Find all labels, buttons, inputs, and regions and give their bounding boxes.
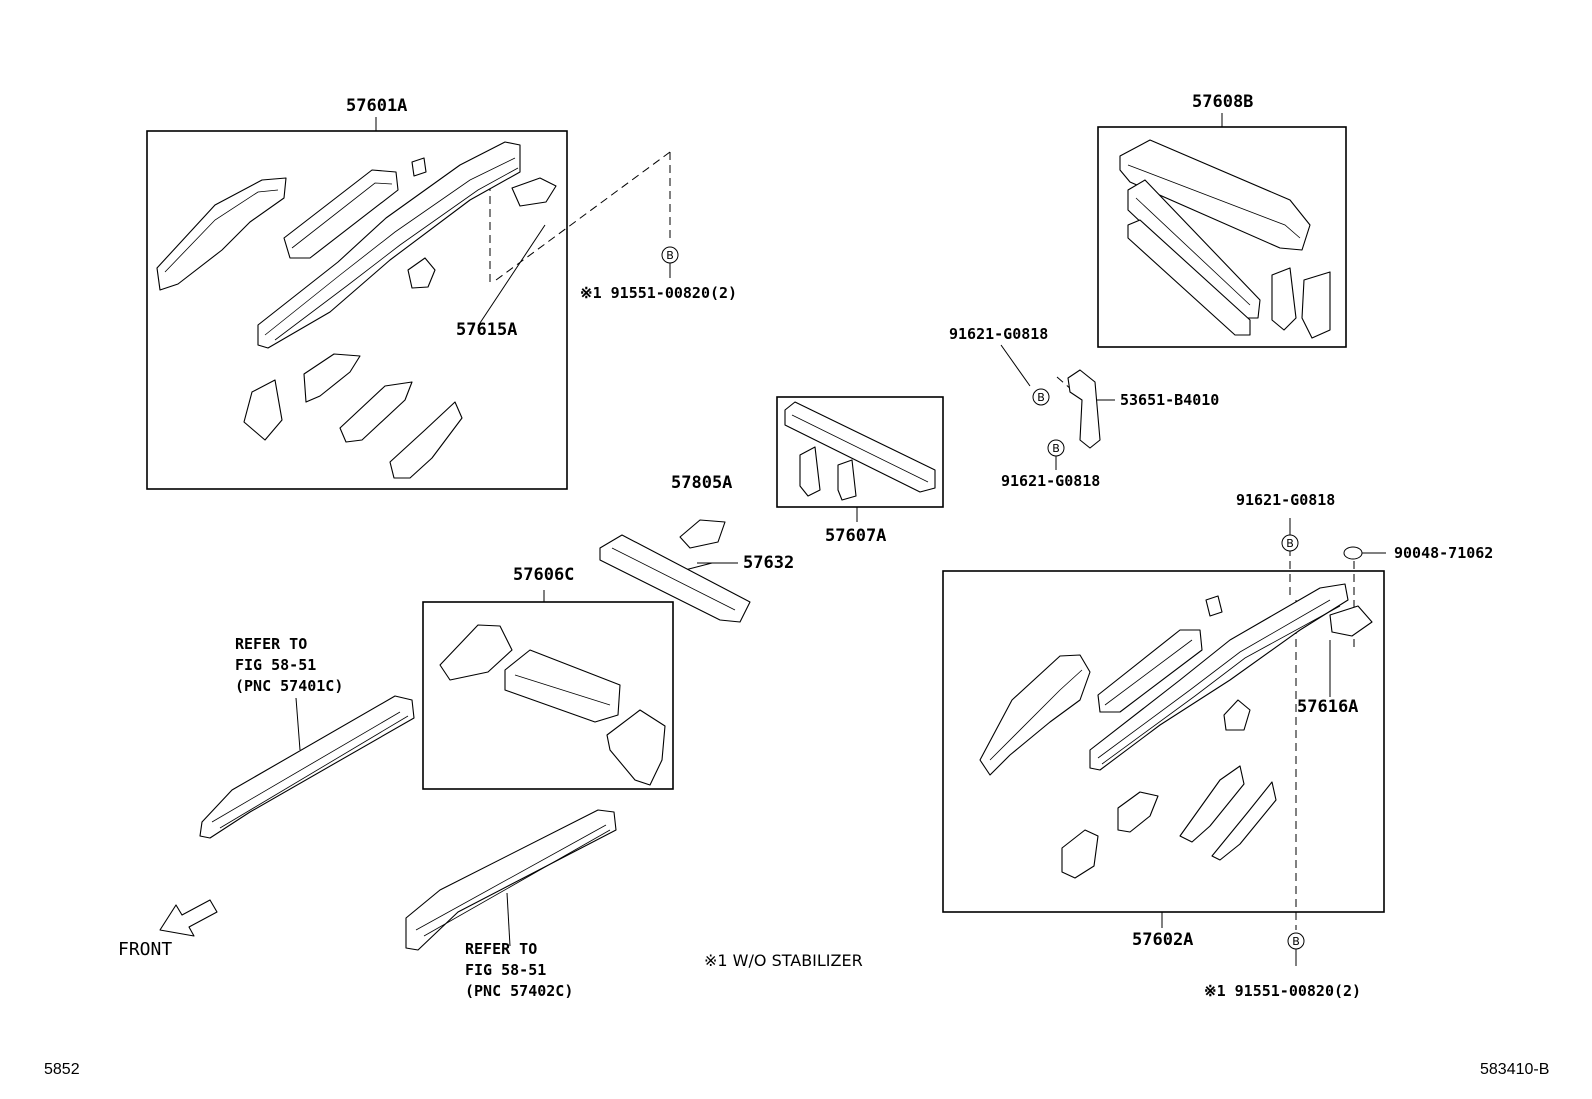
svg-text:B: B — [1292, 935, 1300, 948]
svg-text:B: B — [1052, 442, 1060, 455]
callout-b-icon: B — [1281, 518, 1299, 552]
frame-parts-57606C — [439, 624, 666, 786]
footer-left: 5852 — [44, 1061, 80, 1078]
label-57615A: 57615A — [456, 320, 518, 340]
box-57601A — [146, 130, 568, 490]
refer2-line1: REFER TO — [465, 940, 538, 958]
part-57805A — [679, 519, 726, 549]
callout-b-icon: B — [1032, 388, 1050, 406]
refer2-line2: FIG 58-51 — [465, 961, 547, 979]
frame-parts-57601A — [156, 141, 557, 479]
svg-text:B: B — [1037, 391, 1045, 404]
frame-parts-57602A — [979, 583, 1373, 879]
label-57608B: 57608B — [1192, 92, 1254, 112]
label-57632: 57632 — [743, 553, 795, 573]
callout-b-icon: B — [1047, 439, 1065, 470]
label-57805A: 57805A — [671, 473, 733, 493]
callout-b-icon: B — [1287, 932, 1305, 966]
label-screw-mid: 91621-G0818 — [1001, 472, 1101, 490]
svg-text:B: B — [666, 249, 674, 262]
label-bolt-right: ※1 91551-00820(2) — [1204, 982, 1362, 1000]
label-57606C: 57606C — [513, 565, 575, 585]
frame-parts-57608B — [1119, 139, 1331, 339]
label-screw-top: 91621-G0818 — [949, 325, 1049, 343]
refer2-line3: (PNC 57402C) — [465, 982, 574, 1000]
front-arrow-icon — [159, 899, 218, 937]
rail-57402C — [405, 809, 617, 951]
front-label: FRONT — [118, 939, 173, 960]
refer1-line2: FIG 58-51 — [235, 656, 317, 674]
label-57601A: 57601A — [346, 96, 408, 116]
callout-b-icon: B — [661, 246, 679, 278]
stabilizer-note: ※1 W/O STABILIZER — [704, 951, 863, 970]
bracket-53651 — [1067, 369, 1101, 449]
footer-right: 583410-B — [1480, 1061, 1550, 1078]
part-57632 — [599, 534, 751, 623]
label-bracket: 53651-B4010 — [1120, 391, 1220, 409]
box-57606C — [422, 601, 674, 790]
frame-parts-57607A — [784, 401, 936, 501]
label-57607A: 57607A — [825, 526, 887, 546]
label-bolt-left: ※1 91551-00820(2) — [580, 284, 738, 302]
svg-text:B: B — [1286, 537, 1294, 550]
label-screw-right: 91621-G0818 — [1236, 491, 1336, 509]
label-57616A: 57616A — [1297, 697, 1359, 717]
label-57602A: 57602A — [1132, 930, 1194, 950]
box-57607A — [776, 396, 944, 508]
plug-icon — [1343, 546, 1363, 560]
box-57602A — [942, 570, 1385, 913]
refer1-line3: (PNC 57401C) — [235, 677, 344, 695]
label-plug: 90048-71062 — [1394, 544, 1494, 562]
rail-57401C — [199, 695, 415, 839]
refer1-line1: REFER TO — [235, 635, 308, 653]
